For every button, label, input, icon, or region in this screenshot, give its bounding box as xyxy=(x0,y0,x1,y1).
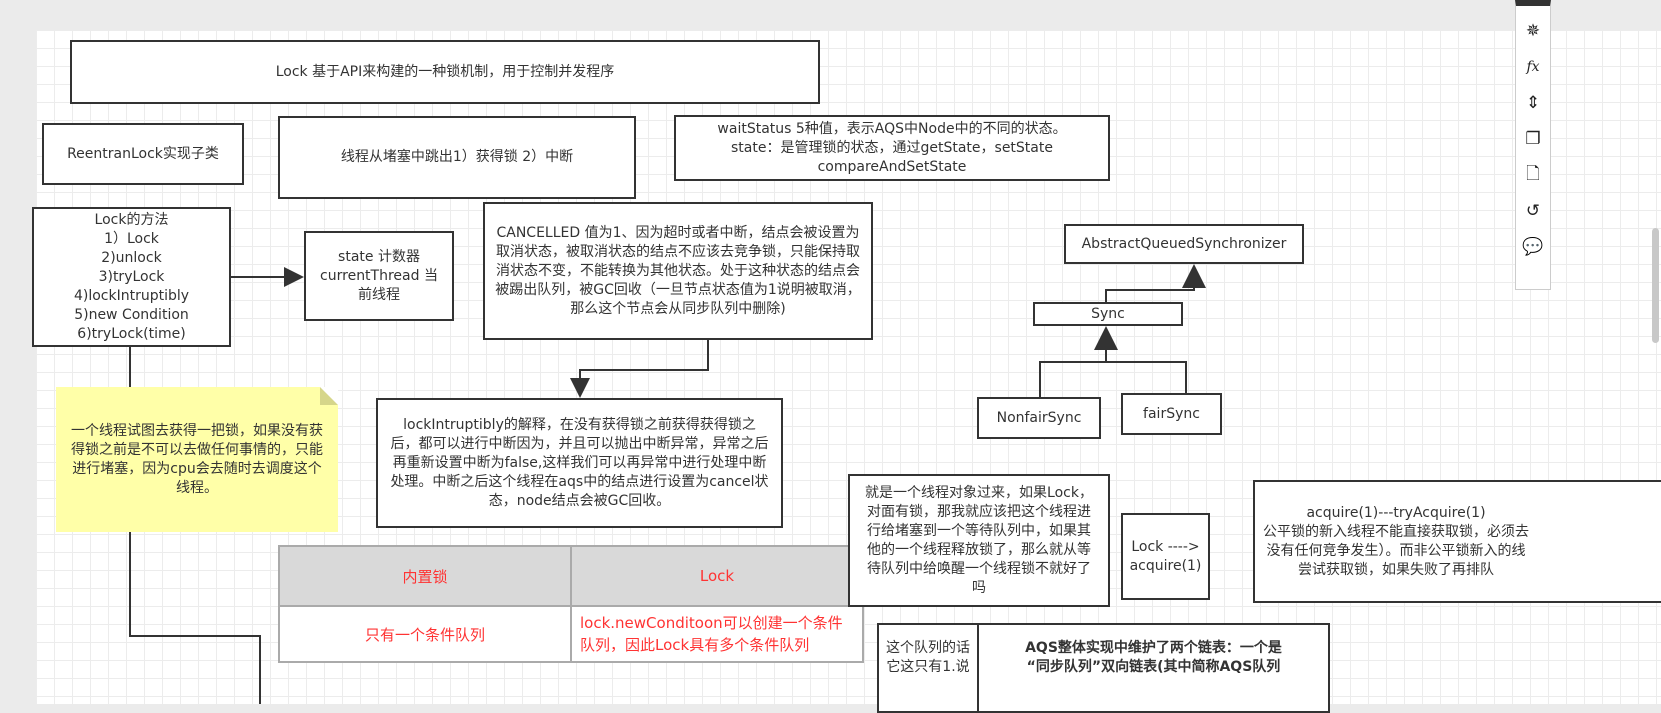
sticky-note-text: 一个线程试图去获得一把锁，如果没有获得锁之前是不可以去做任何事情的，只能进行堵塞… xyxy=(71,422,323,496)
table-row: 只有一个条件队列 lock.newConditoon可以创建一个条件队列，因此L… xyxy=(278,605,864,663)
state-box[interactable]: state 计数器 currentThread 当 前线程 xyxy=(304,231,454,321)
table-cell: lock.newConditoon可以创建一个条件队列，因此Lock具有多个条件… xyxy=(570,605,864,663)
queue-box-right[interactable]: AQS整体实现中维护了两个链表：一个是 “同步队列”双向链表(其中简称AQS队列 xyxy=(977,623,1330,713)
acquire-small-box[interactable]: Lock ----> acquire(1) xyxy=(1121,513,1210,600)
waitstatus-box[interactable]: waitStatus 5种值，表示AQS中Node中的不同的状态。 state：… xyxy=(674,115,1110,181)
lock-methods-box[interactable]: Lock的方法 1）Lock 2)unlock 3)tryLock 4)lock… xyxy=(32,207,231,347)
cancelled-box[interactable]: CANCELLED 值为1、因为超时或者中断，结点会被设置为取消状态，被取消状态… xyxy=(483,202,873,340)
unblock-box[interactable]: 线程从堵塞中跳出1）获得锁 2）中断 xyxy=(278,116,636,199)
table-header-cell: 内置锁 xyxy=(278,545,572,607)
nonfair-sync-box[interactable]: NonfairSync xyxy=(977,397,1101,439)
navigate-icon[interactable]: ✵ xyxy=(1525,21,1541,41)
right-toolbar: ✵ fx ⇕ ❐ 🗋 ↺ 💬 xyxy=(1515,0,1551,290)
fair-sync-box[interactable]: fairSync xyxy=(1121,393,1222,435)
queue-box-left[interactable]: 这个队列的话 它这只有1.说 xyxy=(877,623,979,713)
vertical-scrollbar[interactable] xyxy=(1652,228,1659,343)
acquire-box[interactable]: acquire(1)---tryAcquire(1) 公平锁的新入线程不能直接获… xyxy=(1253,480,1661,603)
table-header-cell: Lock xyxy=(570,545,864,607)
pages-icon[interactable]: ❐ xyxy=(1525,129,1541,149)
history-icon[interactable]: ↺ xyxy=(1525,201,1541,221)
table-header-row: 内置锁 Lock xyxy=(278,545,864,607)
table-cell: 只有一个条件队列 xyxy=(278,605,572,663)
comparison-table[interactable]: 内置锁 Lock 只有一个条件队列 lock.newConditoon可以创建一… xyxy=(278,545,864,663)
sync-box[interactable]: Sync xyxy=(1033,302,1183,326)
thread-box[interactable]: 就是一个线程对象过来，如果Lock，对面有锁，那我就应该把这个线程进行给堵塞到一… xyxy=(848,474,1110,607)
page-icon[interactable]: 🗋 xyxy=(1526,163,1540,184)
resize-icon[interactable]: ⇕ xyxy=(1525,93,1541,113)
format-icon[interactable]: fx xyxy=(1526,59,1540,75)
note-fold xyxy=(320,387,338,405)
lockintr-box[interactable]: lockIntruptibly的解释，在没有获得锁之前获得获得锁之后，都可以进行… xyxy=(376,398,783,528)
sticky-note[interactable]: 一个线程试图去获得一把锁，如果没有获得锁之前是不可以去做任何事情的，只能进行堵塞… xyxy=(56,387,338,532)
aqs-box[interactable]: AbstractQueuedSynchronizer xyxy=(1064,224,1304,264)
comment-icon[interactable]: 💬 xyxy=(1522,237,1544,257)
reentrant-box[interactable]: ReentranLock实现子类 xyxy=(42,123,244,185)
title-box[interactable]: Lock 基于API来构建的一种锁机制，用于控制并发程序 xyxy=(70,40,820,104)
